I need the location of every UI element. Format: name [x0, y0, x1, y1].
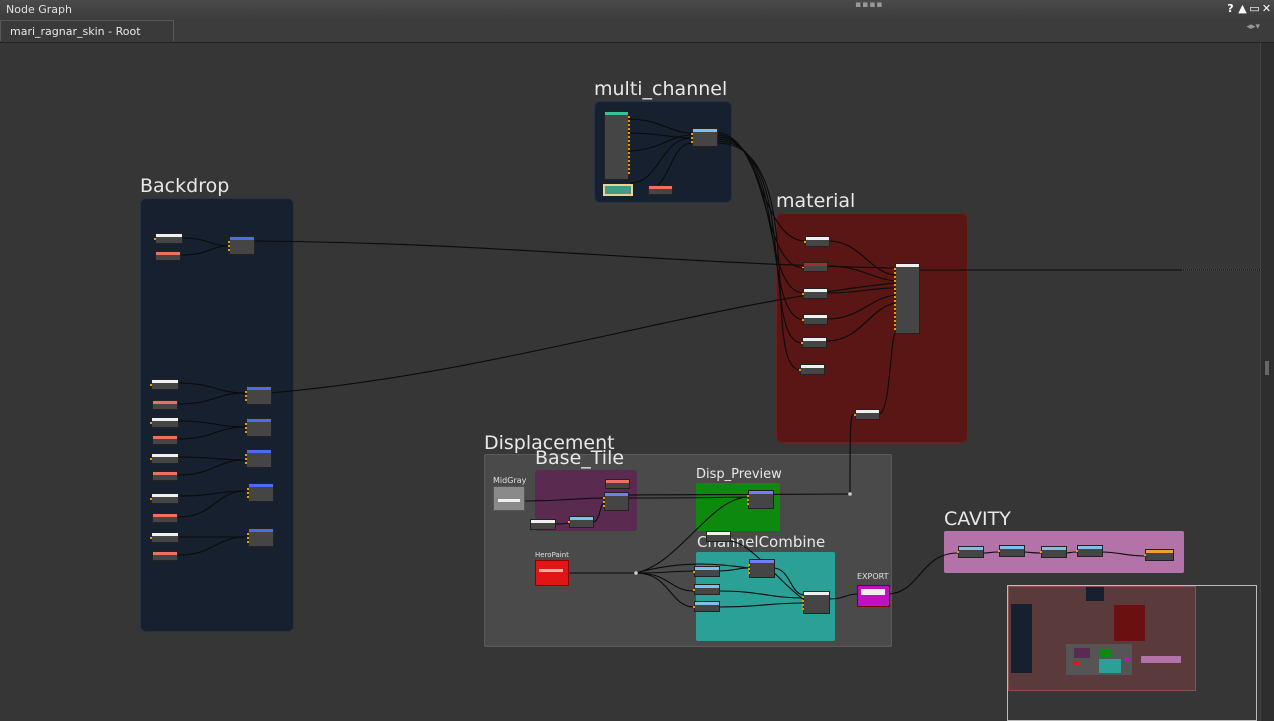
backdrop-title: Backdrop — [140, 175, 230, 197]
graph-node[interactable] — [693, 584, 720, 595]
graph-node[interactable] — [245, 418, 272, 437]
graph-node[interactable] — [247, 483, 274, 502]
backdrop-material[interactable] — [776, 213, 968, 443]
vertical-scrollbar[interactable] — [1260, 43, 1274, 721]
material-shader-node[interactable] — [894, 263, 920, 334]
material-title: material — [776, 190, 856, 212]
graph-node[interactable] — [799, 364, 825, 375]
midgray-label: MidGray — [493, 476, 527, 485]
graph-node[interactable] — [152, 551, 178, 561]
minimap-cavity — [1141, 656, 1181, 663]
tab-bar: mari_ragnar_skin - Root ◂▸▾ — [0, 19, 1274, 43]
graph-node[interactable] — [150, 417, 179, 428]
float-icon[interactable]: ▲ — [1238, 2, 1247, 15]
minimap-multi-channel — [1086, 587, 1104, 601]
minimap-export — [1125, 657, 1130, 661]
graph-node[interactable] — [154, 233, 183, 244]
graph-node[interactable] — [228, 236, 255, 255]
scrollbar-thumb[interactable] — [1265, 361, 1269, 375]
graph-node[interactable] — [150, 532, 179, 543]
base-tile-title: Base_Tile — [535, 447, 625, 469]
minimap-material — [1114, 605, 1145, 641]
displacement-title: Displacement — [484, 432, 615, 454]
close-icon[interactable]: ✕ — [1261, 2, 1272, 15]
graph-node[interactable] — [748, 559, 775, 578]
midgray-node[interactable] — [493, 486, 525, 511]
graph-minimap[interactable] — [1007, 585, 1257, 721]
graph-node[interactable] — [804, 236, 830, 247]
tab-root[interactable]: mari_ragnar_skin - Root — [0, 20, 174, 41]
minimap-base-tile — [1074, 648, 1090, 658]
export-node[interactable] — [857, 585, 890, 607]
graph-node[interactable] — [247, 528, 274, 547]
heropaint-label: HeroPaint — [535, 551, 569, 559]
graph-node[interactable] — [998, 545, 1025, 557]
restore-icon[interactable]: ▭ — [1249, 2, 1260, 15]
window-title: Node Graph — [6, 3, 72, 16]
graph-node[interactable] — [747, 490, 774, 509]
graph-node[interactable] — [1144, 549, 1174, 561]
minimap-channel-combine — [1099, 659, 1121, 673]
graph-node[interactable] — [155, 251, 181, 261]
graph-node[interactable] — [603, 492, 629, 511]
tab-menu-icon[interactable]: ◂▸▾ — [1246, 22, 1260, 32]
graph-node[interactable] — [152, 471, 178, 481]
graph-node[interactable] — [802, 288, 828, 299]
graph-node[interactable] — [802, 262, 828, 272]
channel-combine-node[interactable] — [802, 591, 830, 614]
multi-channel-node[interactable] — [604, 111, 630, 180]
graph-node[interactable] — [245, 386, 272, 405]
graph-node[interactable] — [245, 449, 272, 468]
drag-grip-icon[interactable]: ▪▪▪▪ — [855, 0, 884, 10]
graph-node[interactable] — [706, 531, 731, 542]
graph-node[interactable] — [150, 493, 179, 504]
graph-node[interactable] — [152, 513, 178, 523]
graph-node[interactable] — [693, 566, 720, 577]
window-titlebar: Node Graph ▪▪▪▪ ? ▲ ▭ ✕ — [0, 0, 1274, 20]
graph-node[interactable] — [802, 314, 828, 325]
graph-node[interactable] — [605, 479, 630, 489]
graph-node[interactable] — [854, 409, 880, 420]
selected-node[interactable] — [603, 184, 633, 196]
graph-node[interactable] — [530, 519, 556, 530]
multi-channel-title: multi_channel — [594, 78, 728, 100]
heropaint-node[interactable] — [535, 560, 569, 586]
graph-node[interactable] — [568, 516, 594, 528]
graph-node[interactable] — [648, 185, 673, 195]
graph-node[interactable] — [1040, 546, 1067, 558]
graph-node[interactable] — [1076, 545, 1103, 557]
export-label: EXPORT — [857, 572, 889, 581]
node-graph-canvas[interactable]: Backdrop multi_channel material Displace… — [0, 43, 1260, 721]
window-buttons: ? ▲ ▭ ✕ — [1225, 3, 1272, 15]
graph-node[interactable] — [150, 453, 179, 464]
minimap-view-rect[interactable] — [1008, 586, 1196, 691]
cavity-title: CAVITY — [944, 508, 1011, 530]
graph-node[interactable] — [693, 601, 720, 612]
disp-preview-title: Disp_Preview — [696, 467, 782, 482]
minimap-disp-preview — [1099, 649, 1112, 657]
connection-wires — [177, 118, 1260, 608]
graph-node[interactable] — [691, 128, 718, 147]
minimap-backdrop — [1011, 604, 1032, 673]
graph-node[interactable] — [152, 400, 178, 410]
graph-node[interactable] — [957, 546, 984, 558]
graph-node[interactable] — [152, 435, 178, 445]
graph-node[interactable] — [801, 337, 827, 348]
graph-node[interactable] — [150, 379, 179, 390]
minimap-heropaint — [1074, 661, 1079, 665]
help-icon[interactable]: ? — [1227, 2, 1234, 15]
